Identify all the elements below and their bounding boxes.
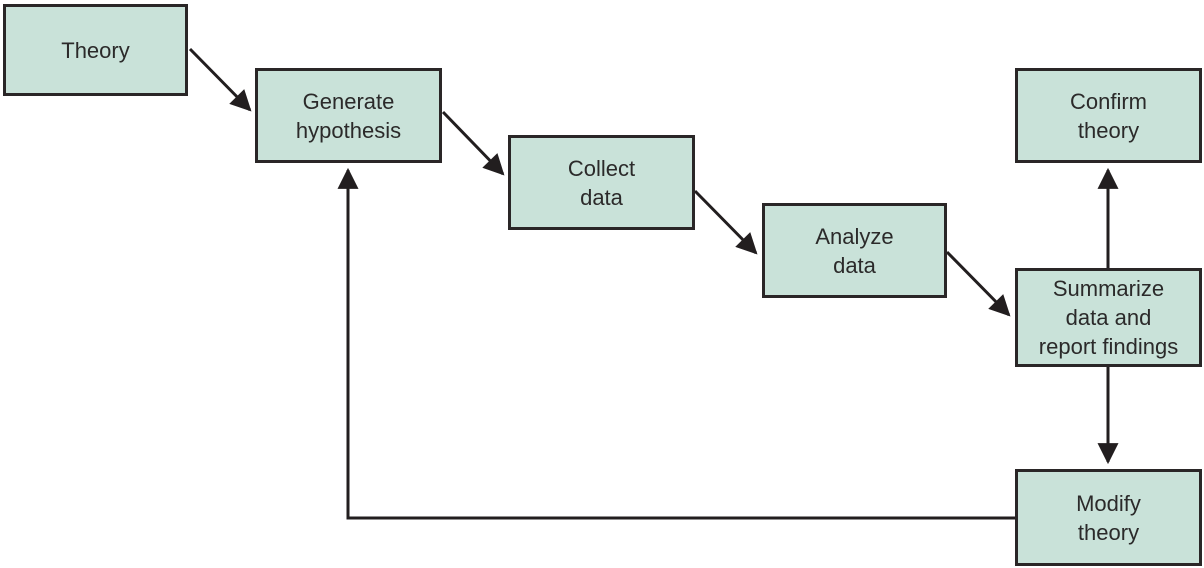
node-generate-hypothesis: Generate hypothesis bbox=[255, 68, 442, 163]
node-summarize-findings-label-line3: report findings bbox=[1038, 334, 1179, 359]
node-collect-data: Collect data bbox=[508, 135, 695, 230]
node-generate-hypothesis-label-line1: Generate bbox=[302, 88, 395, 114]
node-collect-data-label-line1: Collect bbox=[567, 155, 636, 181]
arrow-theory-to-generate-hypothesis bbox=[188, 47, 252, 112]
node-confirm-theory-label-line1: Confirm bbox=[1069, 88, 1147, 114]
node-theory: Theory bbox=[3, 4, 188, 96]
node-modify-theory-label-line2: theory bbox=[1077, 519, 1140, 545]
node-summarize-findings-label-line2: data and bbox=[1065, 305, 1152, 330]
arrow-modify-theory-to-generate-hypothesis bbox=[337, 167, 1015, 520]
arrow-analyze-data-to-summarize bbox=[945, 250, 1011, 317]
node-theory-label: Theory bbox=[61, 37, 130, 63]
node-summarize-findings-label-line1: Summarize bbox=[1052, 276, 1165, 301]
node-collect-data-label-line2: data bbox=[580, 184, 623, 210]
node-generate-hypothesis-label-line2: hypothesis bbox=[295, 117, 402, 143]
node-confirm-theory-label-line2: theory bbox=[1077, 117, 1140, 143]
node-analyze-data-label-line1: Analyze bbox=[815, 223, 894, 249]
node-summarize-findings: Summarize data and report findings bbox=[1015, 268, 1202, 367]
arrow-collect-data-to-analyze-data bbox=[693, 189, 758, 255]
node-confirm-theory: Confirm theory bbox=[1015, 68, 1202, 163]
node-modify-theory-label-line1: Modify bbox=[1076, 490, 1141, 516]
node-modify-theory: Modify theory bbox=[1015, 469, 1202, 566]
node-analyze-data: Analyze data bbox=[762, 203, 947, 298]
arrow-generate-hypothesis-to-collect-data bbox=[441, 110, 505, 176]
node-analyze-data-label-line2: data bbox=[833, 252, 876, 278]
